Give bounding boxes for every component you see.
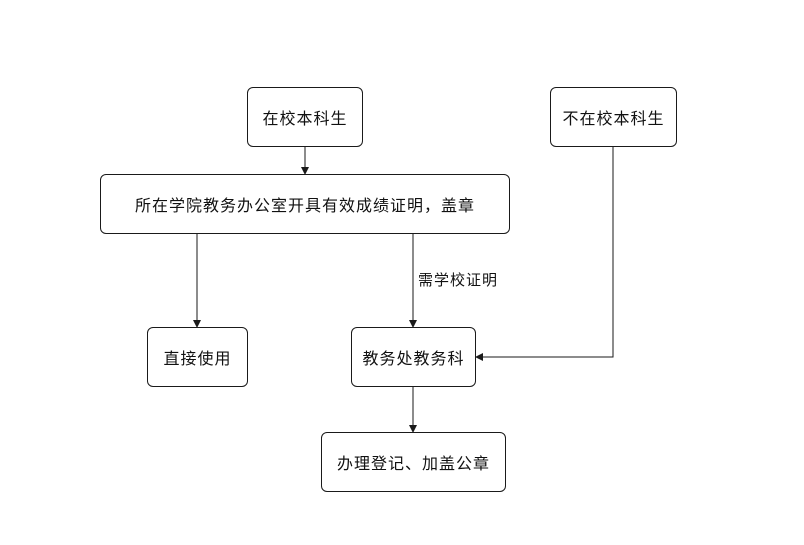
edge-not-in-school-to-academic-section xyxy=(475,147,614,361)
node-academic-section: 教务处教务科 xyxy=(351,327,476,387)
node-in-school: 在校本科生 xyxy=(247,87,363,147)
node-not-in-school: 不在校本科生 xyxy=(550,87,677,147)
edge-label-need-school-cert: 需学校证明 xyxy=(418,271,499,289)
node-college-office: 所在学院教务办公室开具有效成绩证明，盖章 xyxy=(100,174,510,234)
node-register-stamp: 办理登记、加盖公章 xyxy=(321,432,506,492)
node-direct-use: 直接使用 xyxy=(147,327,248,387)
